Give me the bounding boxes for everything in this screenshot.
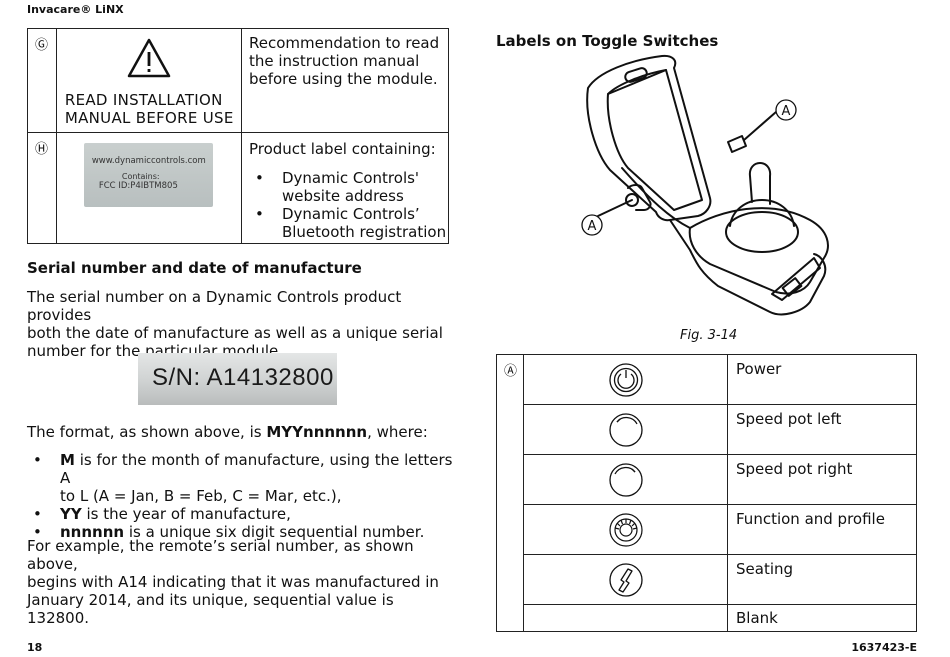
doc-code: 1637423-E: [851, 641, 917, 654]
svg-text:A: A: [588, 219, 597, 234]
row-h-bullet-2: Dynamic Controls’Bluetooth registration: [249, 205, 449, 241]
function-profile-icon: [609, 513, 643, 547]
serial-heading: Serial number and date of manufacture: [27, 259, 362, 277]
toggle-row-speed-right: Speed pot right: [497, 454, 917, 505]
format-bullet-year: YY is the year of manufacture,: [27, 505, 457, 523]
warning-triangle-icon: [127, 38, 171, 78]
row-letter-h: Ⓗ: [35, 142, 49, 157]
speed-pot-right-icon: [609, 463, 643, 497]
row-letter-g: Ⓖ: [35, 38, 49, 53]
format-bullet-seq: nnnnnn is a unique six digit sequential …: [27, 523, 457, 541]
toggle-heading: Labels on Toggle Switches: [496, 32, 719, 50]
row-g-desc-line-3: before using the module.: [248, 70, 438, 88]
brand-header: Invacare® LiNX: [27, 3, 124, 16]
toggle-label-speed-left: Speed pot left: [736, 410, 842, 428]
example-paragraph: For example, the remote’s serial number,…: [27, 537, 439, 627]
power-icon: [609, 363, 643, 397]
product-label-image: www.dynamiccontrols.com Contains: FCC ID…: [83, 143, 213, 207]
toggle-row-function: Function and profile: [497, 504, 917, 555]
row-h-intro: Product label containing:: [248, 140, 436, 158]
page-number: 18: [27, 641, 43, 654]
toggle-table-letter: Ⓐ: [504, 364, 518, 379]
symbol-text-line-2: MANUAL BEFORE USE: [64, 109, 234, 127]
serial-number-image-text: S/N: A14132800: [152, 364, 334, 391]
format-sentence: The format, as shown above, is MYYnnnnnn…: [27, 423, 428, 441]
toggle-label-power: Power: [736, 360, 782, 378]
symbol-table: Ⓖ READ INSTALLATION MANUAL BEFORE USE Re…: [27, 28, 450, 244]
toggle-table: Ⓐ Power Speed pot: [496, 354, 917, 632]
serial-intro: The serial number on a Dynamic Controls …: [27, 288, 443, 360]
svg-text:A: A: [782, 104, 791, 119]
speed-pot-left-icon: [609, 413, 643, 447]
row-h-bullet-1: Dynamic Controls'website address: [249, 169, 449, 205]
seating-icon: [609, 563, 643, 597]
toggle-row-blank: Blank: [497, 604, 917, 632]
label-url: www.dynamiccontrols.com: [91, 156, 206, 166]
table-row-g: Ⓖ READ INSTALLATION MANUAL BEFORE USE Re…: [27, 28, 450, 133]
row-g-description: Recommendation to read the instruction m…: [249, 34, 439, 88]
label-fcc-id: FCC ID:P4IBTM805: [98, 181, 178, 191]
table-row-h: Ⓗ www.dynamiccontrols.com Contains: FCC …: [27, 132, 450, 244]
toggle-row-power: Ⓐ Power: [496, 354, 917, 632]
toggle-label-seating: Seating: [736, 560, 794, 578]
symbol-text-line-1: READ INSTALLATION: [64, 91, 223, 109]
toggle-label-function: Function and profile: [736, 510, 885, 528]
row-h-bullets: Dynamic Controls'website address Dynamic…: [249, 169, 449, 241]
symbol-text: READ INSTALLATION MANUAL BEFORE USE: [65, 91, 234, 127]
row-g-desc-line-1: Recommendation to read: [248, 34, 440, 52]
toggle-label-speed-right: Speed pot right: [736, 460, 853, 478]
toggle-label-blank: Blank: [736, 609, 778, 627]
format-bullets: M is for the month of manufacture, using…: [27, 451, 457, 541]
label-contains: Contains:: [121, 172, 160, 181]
figure-caption: Fig. 3-14: [680, 328, 738, 343]
format-bullet-month: M is for the month of manufacture, using…: [27, 451, 457, 505]
joystick-module-figure: A A: [581, 54, 829, 316]
serial-number-image: S/N: A14132800: [138, 353, 337, 405]
toggle-row-speed-left: Speed pot left: [497, 404, 917, 455]
toggle-row-seating: Seating: [497, 554, 917, 605]
row-g-desc-line-2: the instruction manual: [248, 52, 420, 70]
